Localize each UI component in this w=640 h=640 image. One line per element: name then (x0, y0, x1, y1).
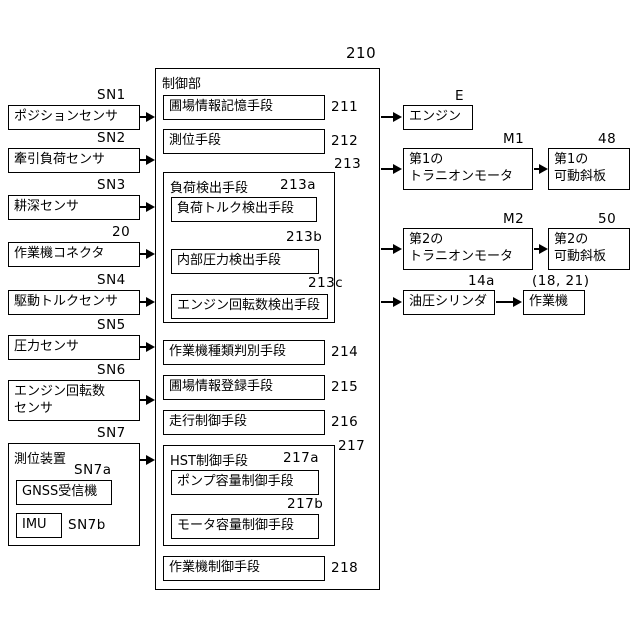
arrow-controller-to-hydraulic-cylinder (381, 297, 402, 307)
box-pump-displacement-control: ポンプ容量制御手段 (171, 470, 319, 495)
ref-label-48: 48 (598, 131, 617, 147)
arrow-motor2-to-swash-plate-2 (534, 244, 548, 254)
arrow-sn3-to-controller (139, 202, 155, 212)
arrow-connector-to-controller (139, 249, 155, 259)
ref-label-sn1: SN1 (97, 87, 126, 103)
arrow-sn4-to-controller (139, 297, 155, 307)
box-pressure-sensor: 圧力センサ (8, 335, 140, 360)
arrow-sn6-to-controller (139, 395, 155, 405)
ref-label-18-21: (18, 21) (532, 273, 590, 289)
ref-label-sn7a: SN7a (74, 462, 112, 478)
ref-label-213: 213 (334, 156, 362, 172)
box-traction-load-sensor: 牽引負荷センサ (8, 148, 140, 173)
box-implement-type-determination: 作業機種類判別手段 (163, 340, 325, 365)
positioning-device-title: 測位装置 (14, 452, 67, 467)
arrow-controller-to-trunnion-motor-1 (381, 164, 402, 174)
load-detection-title: 負荷検出手段 (170, 181, 249, 196)
box-tilling-depth-sensor: 耕深センサ (8, 195, 140, 220)
arrow-controller-to-engine (381, 112, 402, 122)
box-movable-swash-plate-2: 第2の 可動斜板 (548, 228, 630, 270)
box-internal-pressure-detection: 内部圧力検出手段 (171, 249, 319, 274)
box-positioning-means: 測位手段 (163, 129, 325, 154)
box-engine: エンジン (403, 105, 473, 130)
box-engine-speed-sensor: エンジン回転数 センサ (8, 380, 140, 421)
box-hydraulic-cylinder: 油圧シリンダ (403, 290, 495, 315)
box-position-sensor: ポジションセンサ (8, 105, 140, 130)
ref-label-sn4: SN4 (97, 272, 126, 288)
hst-control-title: HST制御手段 (170, 454, 248, 469)
arrow-sn5-to-controller (139, 342, 155, 352)
ref-label-sn7: SN7 (97, 425, 126, 441)
ref-label-sn6: SN6 (97, 362, 126, 378)
box-travel-control: 走行制御手段 (163, 410, 325, 435)
controller-title: 制御部 (162, 77, 202, 92)
arrow-cylinder-to-work-machine (496, 297, 522, 307)
box-implement-connector: 作業機コネクタ (8, 242, 140, 267)
ref-label-20: 20 (112, 224, 131, 240)
arrow-sn7-to-controller (139, 455, 155, 465)
ref-label-e: E (455, 88, 465, 104)
box-trunnion-motor-1: 第1の トラニオンモータ (403, 148, 533, 190)
box-load-torque-detection: 負荷トルク検出手段 (171, 197, 317, 222)
ref-label-210: 210 (346, 44, 377, 62)
box-trunnion-motor-2: 第2の トラニオンモータ (403, 228, 533, 270)
box-work-machine: 作業機 (523, 290, 585, 315)
arrow-sn2-to-controller (139, 155, 155, 165)
ref-label-sn2: SN2 (97, 130, 126, 146)
ref-label-217a: 217a (283, 450, 320, 466)
box-drive-torque-sensor: 駆動トルクセンサ (8, 290, 140, 315)
box-movable-swash-plate-1: 第1の 可動斜板 (548, 148, 630, 190)
ref-label-217: 217 (338, 438, 366, 454)
arrow-sn1-to-controller (139, 112, 155, 122)
arrow-motor1-to-swash-plate-1 (534, 164, 548, 174)
ref-label-217b: 217b (287, 496, 324, 512)
arrow-controller-to-trunnion-motor-2 (381, 244, 402, 254)
ref-label-14a: 14a (468, 273, 495, 289)
ref-label-sn3: SN3 (97, 177, 126, 193)
ref-label-218: 218 (331, 560, 359, 576)
ref-label-50: 50 (598, 211, 617, 227)
ref-label-sn5: SN5 (97, 317, 126, 333)
ref-label-213c: 213c (308, 275, 344, 291)
box-field-info-registration: 圃場情報登録手段 (163, 375, 325, 400)
ref-label-212: 212 (331, 133, 359, 149)
ref-label-213b: 213b (286, 229, 323, 245)
ref-label-215: 215 (331, 379, 359, 395)
ref-label-214: 214 (331, 344, 359, 360)
box-gnss-receiver: GNSS受信機 (16, 480, 112, 505)
ref-label-213a: 213a (280, 177, 317, 193)
ref-label-m2: M2 (503, 211, 525, 227)
ref-label-211: 211 (331, 99, 359, 115)
ref-label-m1: M1 (503, 131, 525, 147)
ref-label-216: 216 (331, 414, 359, 430)
ref-label-sn7b: SN7b (68, 517, 106, 533)
box-implement-control: 作業機制御手段 (163, 556, 325, 581)
box-engine-speed-detection: エンジン回転数検出手段 (171, 294, 328, 319)
box-field-info-storage: 圃場情報記憶手段 (163, 95, 325, 120)
box-motor-displacement-control: モータ容量制御手段 (171, 514, 319, 539)
box-imu: IMU (16, 513, 62, 538)
